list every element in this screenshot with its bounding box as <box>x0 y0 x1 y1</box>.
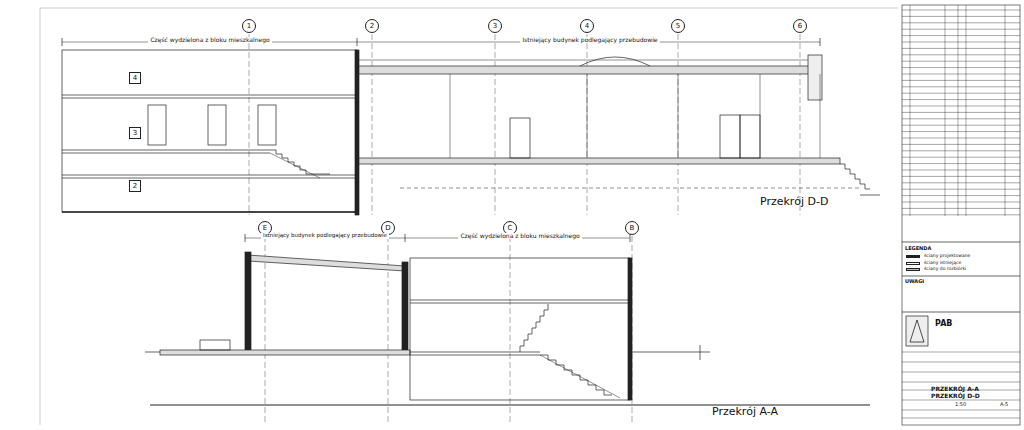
node-text: 2 <box>133 183 137 190</box>
axis-bubble: 3 <box>488 19 502 33</box>
legend-text: ściany do rozbiórki <box>924 267 966 272</box>
legend-sample <box>906 262 920 265</box>
axis-bubble: 1 <box>242 19 256 33</box>
axis-bubble: 5 <box>671 19 685 33</box>
room-marker: 3 <box>129 127 141 139</box>
axis-bubble: 2 <box>365 19 379 33</box>
node-text: C <box>508 225 513 232</box>
node-text: 6 <box>798 23 802 30</box>
section-title: Przekrój D-D <box>760 196 828 207</box>
node-text: D <box>385 225 390 232</box>
axis-bubble: B <box>625 221 639 235</box>
axis-bubble: 4 <box>580 19 594 33</box>
node-text: E <box>263 225 267 232</box>
room-marker: 2 <box>129 180 141 192</box>
room-marker: 4 <box>129 72 141 84</box>
legend-text: ściany projektowane <box>924 254 970 259</box>
drawing-label: PAB <box>935 320 952 328</box>
legend-text: ściany istniejące <box>924 261 961 266</box>
drawing-label: Istniejący budynek podlegający przebudow… <box>520 37 659 43</box>
node-text: 1 <box>247 23 251 30</box>
drawing-label: LEGENDA <box>905 246 931 251</box>
node-text: 2 <box>370 23 374 30</box>
node-text: B <box>630 225 635 232</box>
node-text: 3 <box>493 23 497 30</box>
drawing-label: Część wydzielona z bloku mieszkalnego <box>458 233 581 239</box>
node-text: 5 <box>676 23 680 30</box>
drawing-label: A-5 <box>1000 402 1008 407</box>
drawing-label: Istniejący budynek podlegający przebudow… <box>261 233 389 239</box>
drawing-label: UWAGI <box>905 279 924 284</box>
drawing-label: 1:50 <box>955 402 966 407</box>
axis-bubble: 6 <box>793 19 807 33</box>
legend-sample <box>906 268 920 271</box>
section-title: Przekrój A-A <box>712 406 778 417</box>
legend-sample <box>906 255 920 258</box>
drawing-label: PRZEKRÓJ A-A <box>931 386 979 392</box>
drawing-label: Część wydzielona z bloku mieszkalnego <box>148 37 271 43</box>
node-text: 3 <box>133 130 137 137</box>
drawing-label: PRZEKRÓJ D-D <box>931 393 980 399</box>
node-text: 4 <box>585 23 589 30</box>
node-text: 4 <box>133 75 137 82</box>
